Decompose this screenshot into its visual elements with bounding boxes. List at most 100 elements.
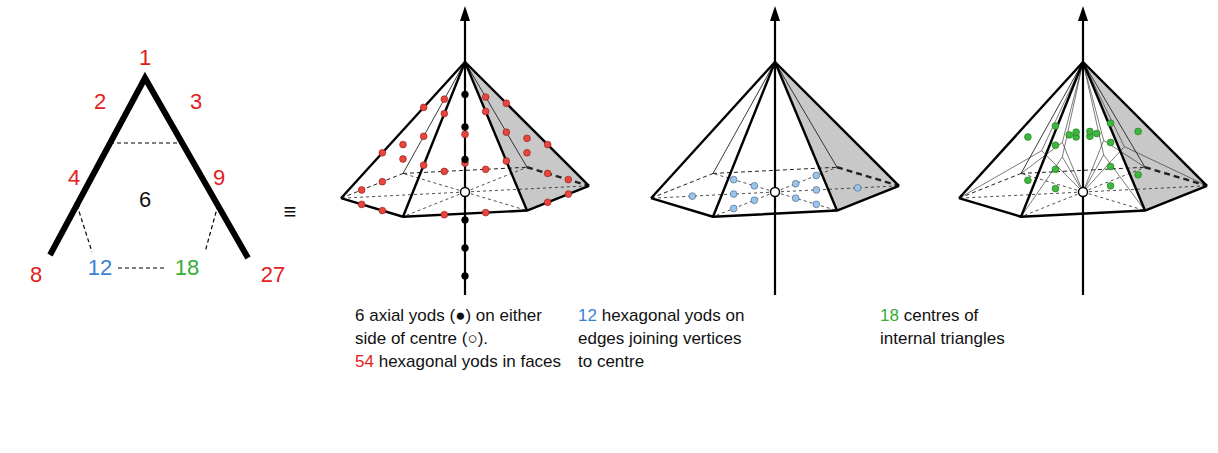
yod-dot [1107,120,1114,127]
number-label: 6 [139,187,151,212]
label-holder: 27 [261,264,285,286]
label-holder: 2 [94,91,106,113]
pyramid-edge [1124,147,1207,186]
yod-dot [482,166,489,173]
leg-point [74,202,80,208]
yod-dot [503,158,510,165]
number-label: 12 [88,255,112,280]
yod-dot [358,187,365,194]
dashed-link [118,267,167,268]
caption: 18centres of internal triangles [880,304,1038,350]
yod-dot [1024,134,1031,141]
pyramid-figure [341,6,589,295]
yod-dot [544,199,551,206]
yod-dot [813,187,820,194]
axis-arrowhead [460,6,470,21]
centre-point [1079,188,1088,197]
yod-dot [1107,139,1114,146]
pyramid-edge [1083,140,1104,192]
pyramid-edge [959,173,1021,198]
pyramid-edge [775,192,837,211]
yod-dot [544,170,551,177]
label-holder: 9 [213,167,225,189]
pyramid-edge [1083,62,1104,155]
yod-dot [420,104,427,111]
yod-dot [379,149,386,156]
yod-dot [462,91,469,98]
pyramid-edge [1062,62,1083,157]
yod-dot [358,201,365,208]
yod-dot [1052,166,1059,173]
pyramid-edge [1042,151,1083,192]
yod-dot [751,197,758,204]
pyramid-outline [1021,62,1083,217]
yod-dot [400,141,407,148]
pyramid-edge [1083,155,1104,192]
yod-dot [1024,177,1031,184]
label-holder: 12 [88,257,112,279]
yod-dot [1135,171,1142,178]
pyramid-outline [1083,62,1145,211]
axis-arrowhead [1078,6,1088,21]
pyramid-edge [1083,147,1124,192]
yod-dot [524,135,531,142]
label-holder: 6 [139,189,151,211]
yod-dot [503,100,510,107]
label-holder: ≡ [284,201,297,223]
yod-dot [1086,128,1093,135]
pyramid-edge [959,151,1042,198]
yod-dot [482,108,489,115]
lambda-figure [50,78,248,268]
yod-dot [482,209,489,216]
pyramid-outline [341,62,465,198]
label-holder: 4 [68,167,80,189]
pyramid-edge [1083,186,1207,192]
number-label: 1 [139,45,151,70]
yod-dot [524,149,531,156]
caption: 12hexagonal yods on edges joining vertic… [578,304,750,373]
yod-dot [813,172,820,179]
yod-dot [730,176,737,183]
number-label: 4 [68,165,80,190]
pyramid-edge [651,173,713,198]
centre-point [461,188,470,197]
pyramid-outline [775,62,837,211]
caption: 6 axial yods (●) on either side of centr… [355,304,570,373]
pyramid-figure [651,6,899,295]
pyramid-outline [465,62,589,186]
yod-dot [462,245,469,252]
shaded-face [465,62,589,211]
pyramid-outline [713,62,775,217]
shaded-face [775,62,899,211]
pyramid-outline [959,62,1083,198]
yod-dot [565,191,572,198]
pyramid-edge [1021,142,1062,173]
pyramid-edge [403,62,465,173]
pyramid-edge [1021,62,1083,173]
caption-text: 6 axial yods (●) on either side of centr… [355,304,570,350]
yod-dot [462,156,469,163]
yod-dot [462,131,469,138]
yod-dot [1073,129,1080,136]
yod-dot [462,217,469,224]
yod-dot [1066,132,1073,139]
number-label: 2 [94,89,106,114]
label-holder: 8 [30,264,42,286]
yod-dot [379,207,386,214]
yod-dot [441,211,448,218]
pyramid-outline [1083,62,1207,186]
yod-dot [420,133,427,140]
yod-dot [462,273,469,280]
yod-dot [482,94,489,101]
number-label: 3 [190,89,202,114]
pyramid-edge [465,192,527,211]
yod-dot [420,162,427,169]
pyramid-edge [713,62,775,173]
yod-dot [854,184,861,191]
yod-dot [441,96,448,103]
yod-dot [792,180,799,187]
yod-dot [1135,128,1142,135]
axis-line [1082,20,1084,295]
